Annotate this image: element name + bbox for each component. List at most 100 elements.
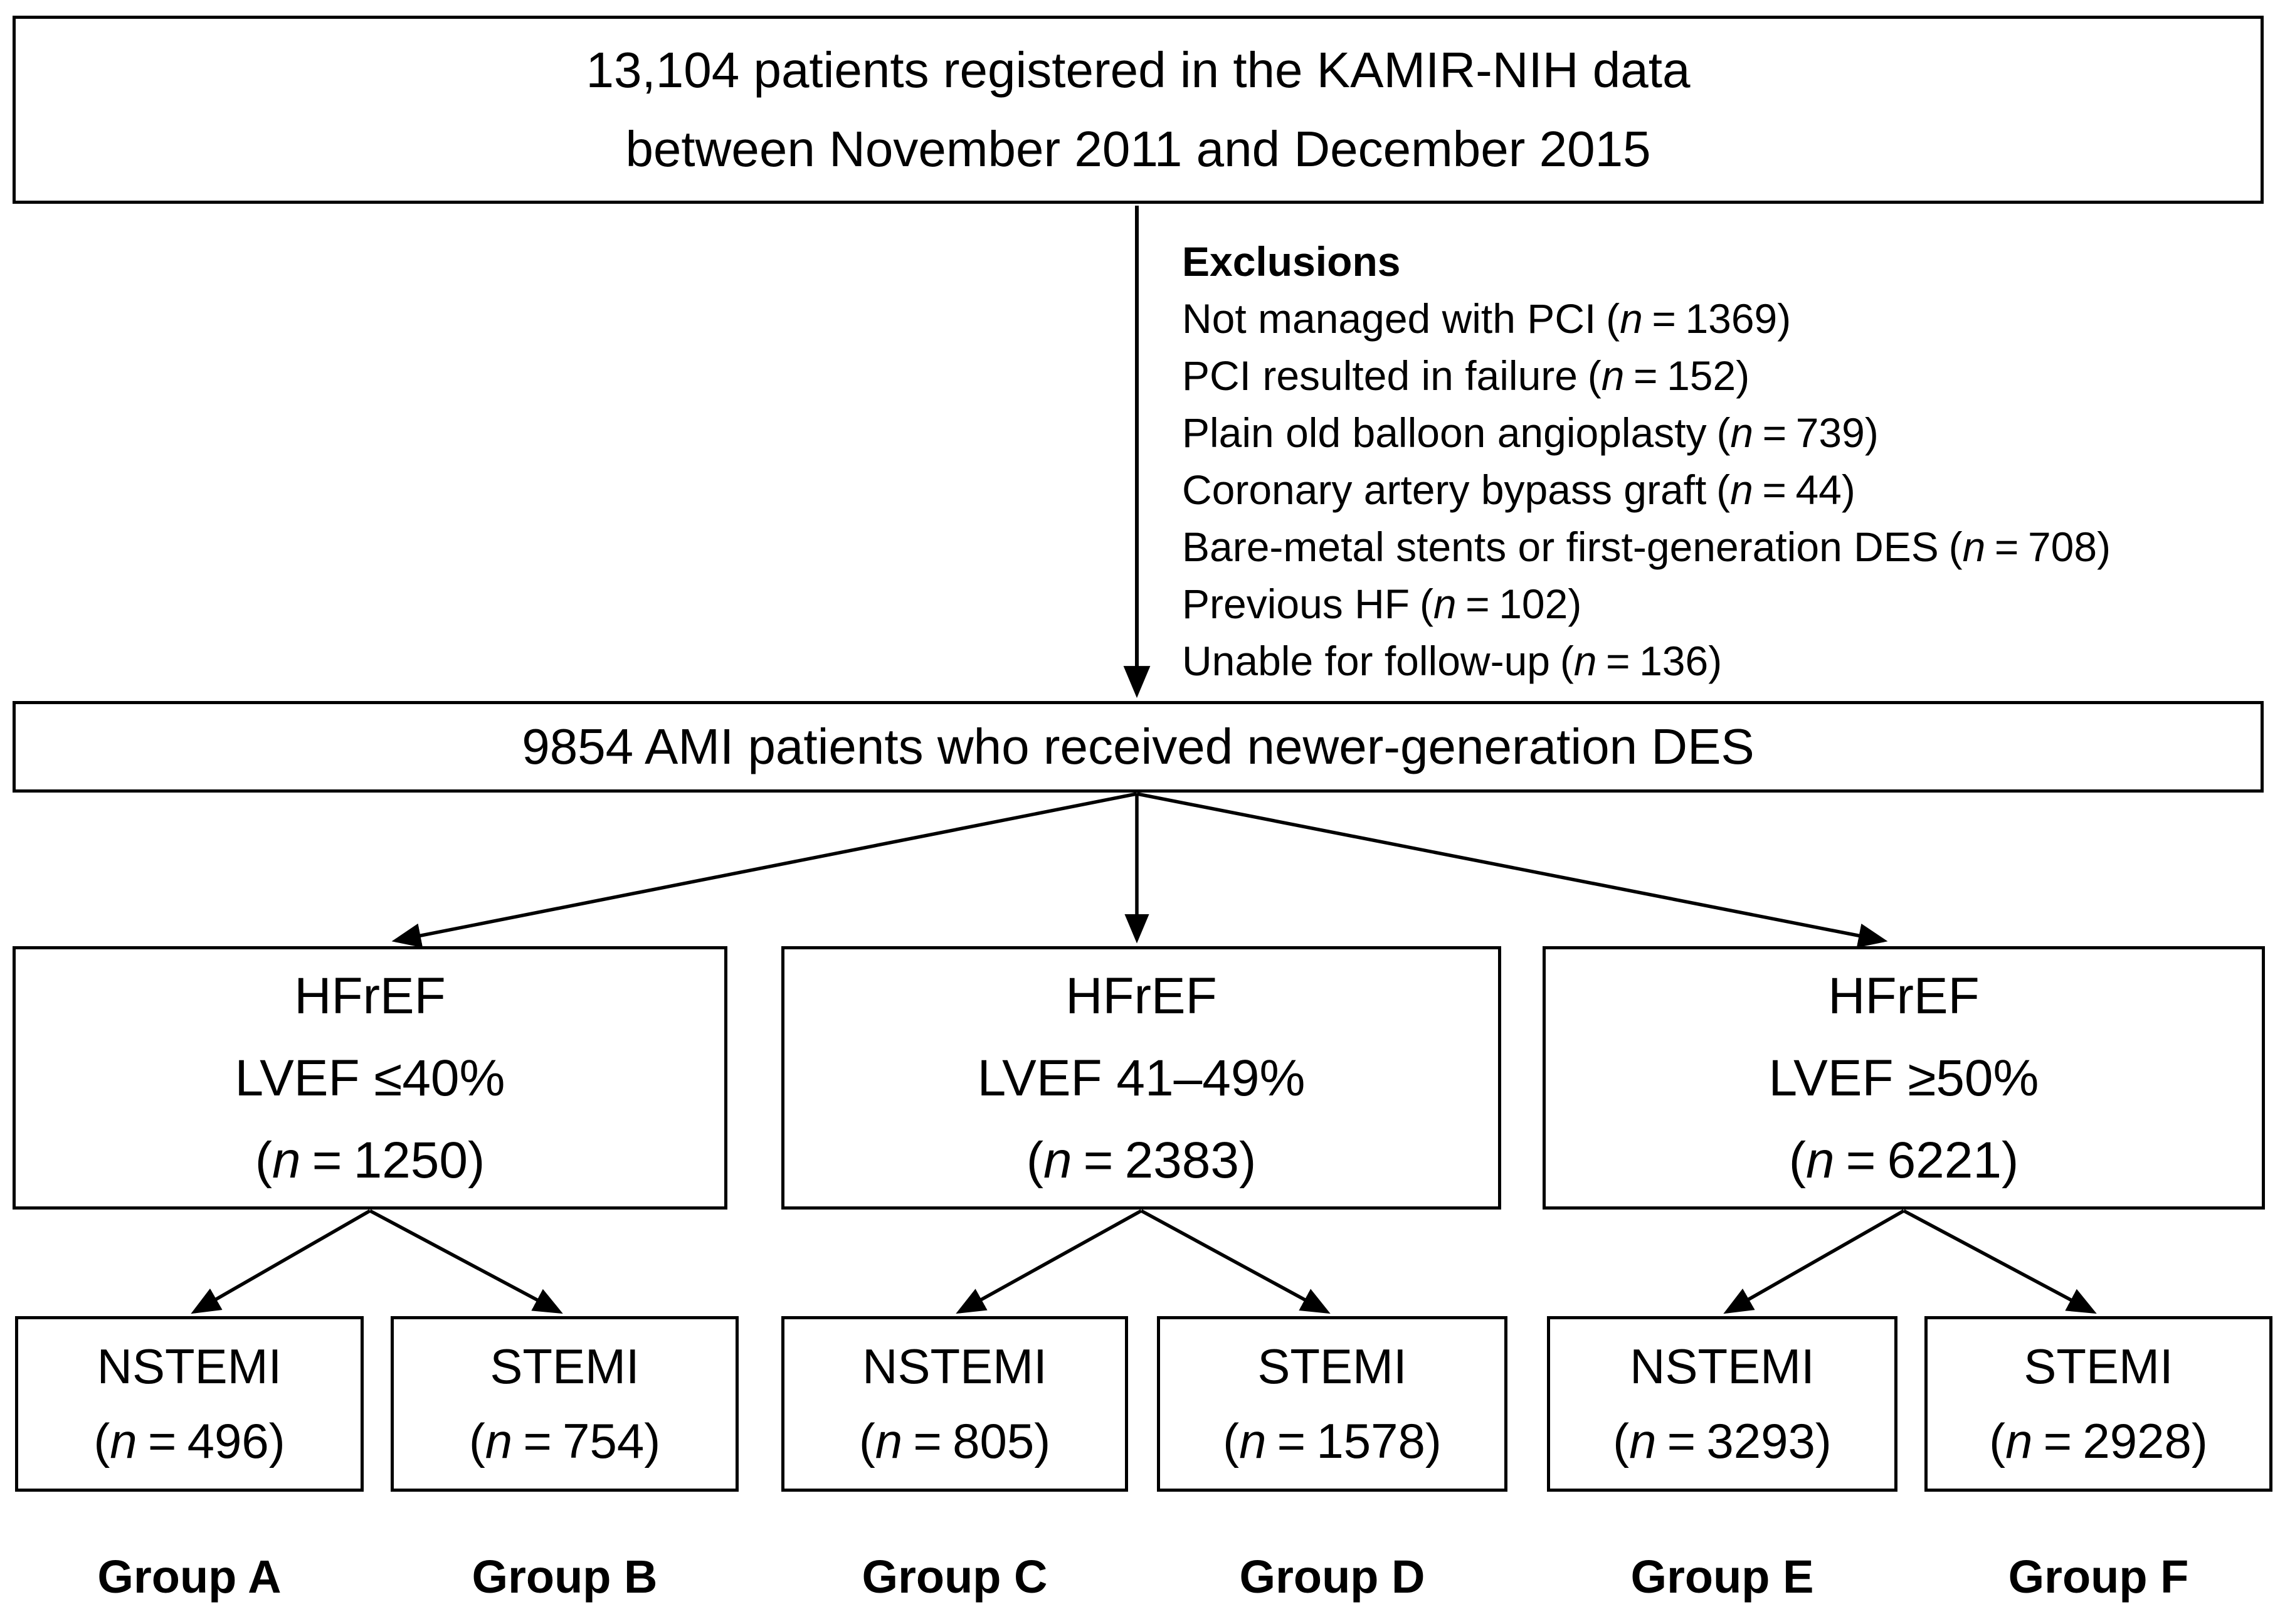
mi-type: NSTEMI bbox=[97, 1339, 282, 1394]
n-value: 708 bbox=[2027, 524, 2098, 570]
ami-des-box: 9854 AMI patients who received newer-gen… bbox=[13, 701, 2264, 793]
arrow-ef2-to-nstemi bbox=[956, 1209, 1142, 1314]
equals-sign: = bbox=[1083, 1131, 1114, 1189]
mi-n-line: (n=805) bbox=[859, 1404, 1050, 1479]
equals-sign: = bbox=[1277, 1413, 1306, 1468]
equals-sign: = bbox=[1845, 1131, 1876, 1189]
group-label-e: Group E bbox=[1630, 1550, 1814, 1603]
paren-close: ) bbox=[2097, 524, 2111, 570]
paren-close: ) bbox=[2001, 1131, 2019, 1189]
n-symbol: n bbox=[1601, 352, 1625, 399]
mi-box-stemi-group-f: STEMI (n=2928) bbox=[1924, 1316, 2272, 1492]
ef-criteria: LVEF ≤40% bbox=[235, 1049, 505, 1107]
paren-close: ) bbox=[1864, 409, 1879, 456]
mi-box-stemi-group-b: STEMI (n=754) bbox=[391, 1316, 739, 1492]
ami-des-text: 9854 AMI patients who received newer-gen… bbox=[522, 719, 1755, 774]
n-value: 152 bbox=[1667, 352, 1736, 399]
n-value: 44 bbox=[1795, 467, 1842, 513]
exclusion-label: Not managed with PCI bbox=[1182, 295, 1596, 342]
ef-label: HFrEF bbox=[294, 967, 446, 1025]
exclusion-item: Bare-metal stents or first-generation DE… bbox=[1182, 519, 2210, 576]
n-value: 102 bbox=[1499, 581, 1568, 627]
paren-open: ( bbox=[1587, 352, 1602, 399]
n-symbol: n bbox=[1730, 409, 1754, 456]
paren-close: ) bbox=[1238, 1131, 1257, 1189]
mi-type: NSTEMI bbox=[1630, 1339, 1815, 1394]
equals-sign: = bbox=[1994, 524, 2019, 570]
equals-sign: = bbox=[1762, 467, 1786, 513]
n-symbol: n bbox=[1239, 1413, 1267, 1468]
exclusions-panel: Exclusions Not managed with PCI(n=1369) … bbox=[1182, 233, 2210, 690]
paren-close: ) bbox=[268, 1413, 285, 1468]
paren-open: ( bbox=[255, 1131, 272, 1189]
ef-criteria: LVEF 41–49% bbox=[977, 1049, 1306, 1107]
registry-line2: between November 2011 and December 2015 bbox=[625, 121, 1651, 177]
mi-type: STEMI bbox=[2024, 1339, 2173, 1394]
mi-box-stemi-group-d: STEMI (n=1578) bbox=[1157, 1316, 1507, 1492]
group-label-d: Group D bbox=[1239, 1550, 1425, 1603]
group-label-c: Group C bbox=[862, 1550, 1048, 1603]
group-label-f: Group F bbox=[2008, 1550, 2189, 1603]
n-value: 3293 bbox=[1706, 1413, 1815, 1468]
exclusion-item: Previous HF(n=102) bbox=[1182, 576, 2210, 633]
paren-open: ( bbox=[1613, 1413, 1630, 1468]
arrow-ef1-to-nstemi bbox=[191, 1209, 371, 1314]
ef-n-line: (n=1250) bbox=[255, 1119, 485, 1201]
equals-sign: = bbox=[1652, 295, 1676, 342]
n-value: 1578 bbox=[1316, 1413, 1425, 1468]
equals-sign: = bbox=[1465, 581, 1490, 627]
arrow-ef3-to-nstemi bbox=[1723, 1209, 1905, 1314]
paren-open: ( bbox=[1606, 295, 1620, 342]
group-label-b: Group B bbox=[472, 1550, 658, 1603]
exclusion-label: PCI resulted in failure bbox=[1182, 352, 1578, 399]
exclusion-item: Unable for follow-up(n=136) bbox=[1182, 633, 2210, 690]
n-value: 805 bbox=[953, 1413, 1035, 1468]
ef-box-lvef-le40: HFrEF LVEF ≤40% (n=1250) bbox=[13, 946, 727, 1210]
registry-line1: 13,104 patients registered in the KAMIR-… bbox=[586, 42, 1691, 98]
paren-open: ( bbox=[1716, 409, 1731, 456]
n-value: 2383 bbox=[1124, 1131, 1239, 1189]
ef-label: HFrEF bbox=[1828, 967, 1980, 1025]
paren-open: ( bbox=[1559, 638, 1574, 684]
ef-n-line: (n=2383) bbox=[1026, 1119, 1257, 1201]
mi-n-line: (n=754) bbox=[469, 1404, 660, 1479]
paren-close: ) bbox=[1034, 1413, 1051, 1468]
equals-sign: = bbox=[523, 1413, 552, 1468]
n-symbol: n bbox=[1629, 1413, 1657, 1468]
n-symbol: n bbox=[1806, 1131, 1835, 1189]
equals-sign: = bbox=[1633, 352, 1658, 399]
equals-sign: = bbox=[913, 1413, 942, 1468]
paren-close: ) bbox=[1777, 295, 1792, 342]
ef-n-line: (n=6221) bbox=[1789, 1119, 2019, 1201]
n-value: 739 bbox=[1795, 409, 1865, 456]
paren-open: ( bbox=[468, 1413, 485, 1468]
arrow-split-right bbox=[1136, 792, 1888, 948]
exclusion-item: Plain old balloon angioplasty(n=739) bbox=[1182, 404, 2210, 461]
paren-open: ( bbox=[1223, 1413, 1240, 1468]
n-symbol: n bbox=[1043, 1131, 1072, 1189]
exclusion-item: Coronary artery bypass graft(n=44) bbox=[1182, 461, 2210, 519]
mi-n-line: (n=496) bbox=[93, 1404, 285, 1479]
n-symbol: n bbox=[1962, 524, 1986, 570]
n-symbol: n bbox=[272, 1131, 301, 1189]
n-value: 496 bbox=[187, 1413, 269, 1468]
exclusion-label: Previous HF bbox=[1182, 581, 1410, 627]
paren-close: ) bbox=[467, 1131, 485, 1189]
n-symbol: n bbox=[1620, 295, 1643, 342]
equals-sign: = bbox=[1606, 638, 1630, 684]
paren-open: ( bbox=[1026, 1131, 1043, 1189]
mi-box-nstemi-group-c: NSTEMI (n=805) bbox=[781, 1316, 1128, 1492]
paren-close: ) bbox=[1841, 467, 1855, 513]
equals-sign: = bbox=[2043, 1413, 2072, 1468]
mi-type: STEMI bbox=[490, 1339, 640, 1394]
paren-open: ( bbox=[1716, 467, 1731, 513]
ef-criteria: LVEF ≥50% bbox=[1768, 1049, 2039, 1107]
paren-open: ( bbox=[1788, 1131, 1806, 1189]
mi-box-nstemi-group-a: NSTEMI (n=496) bbox=[15, 1316, 364, 1492]
paren-close: ) bbox=[1736, 352, 1750, 399]
paren-close: ) bbox=[1568, 581, 1582, 627]
exclusion-item: PCI resulted in failure(n=152) bbox=[1182, 347, 2210, 404]
equals-sign: = bbox=[312, 1131, 342, 1189]
